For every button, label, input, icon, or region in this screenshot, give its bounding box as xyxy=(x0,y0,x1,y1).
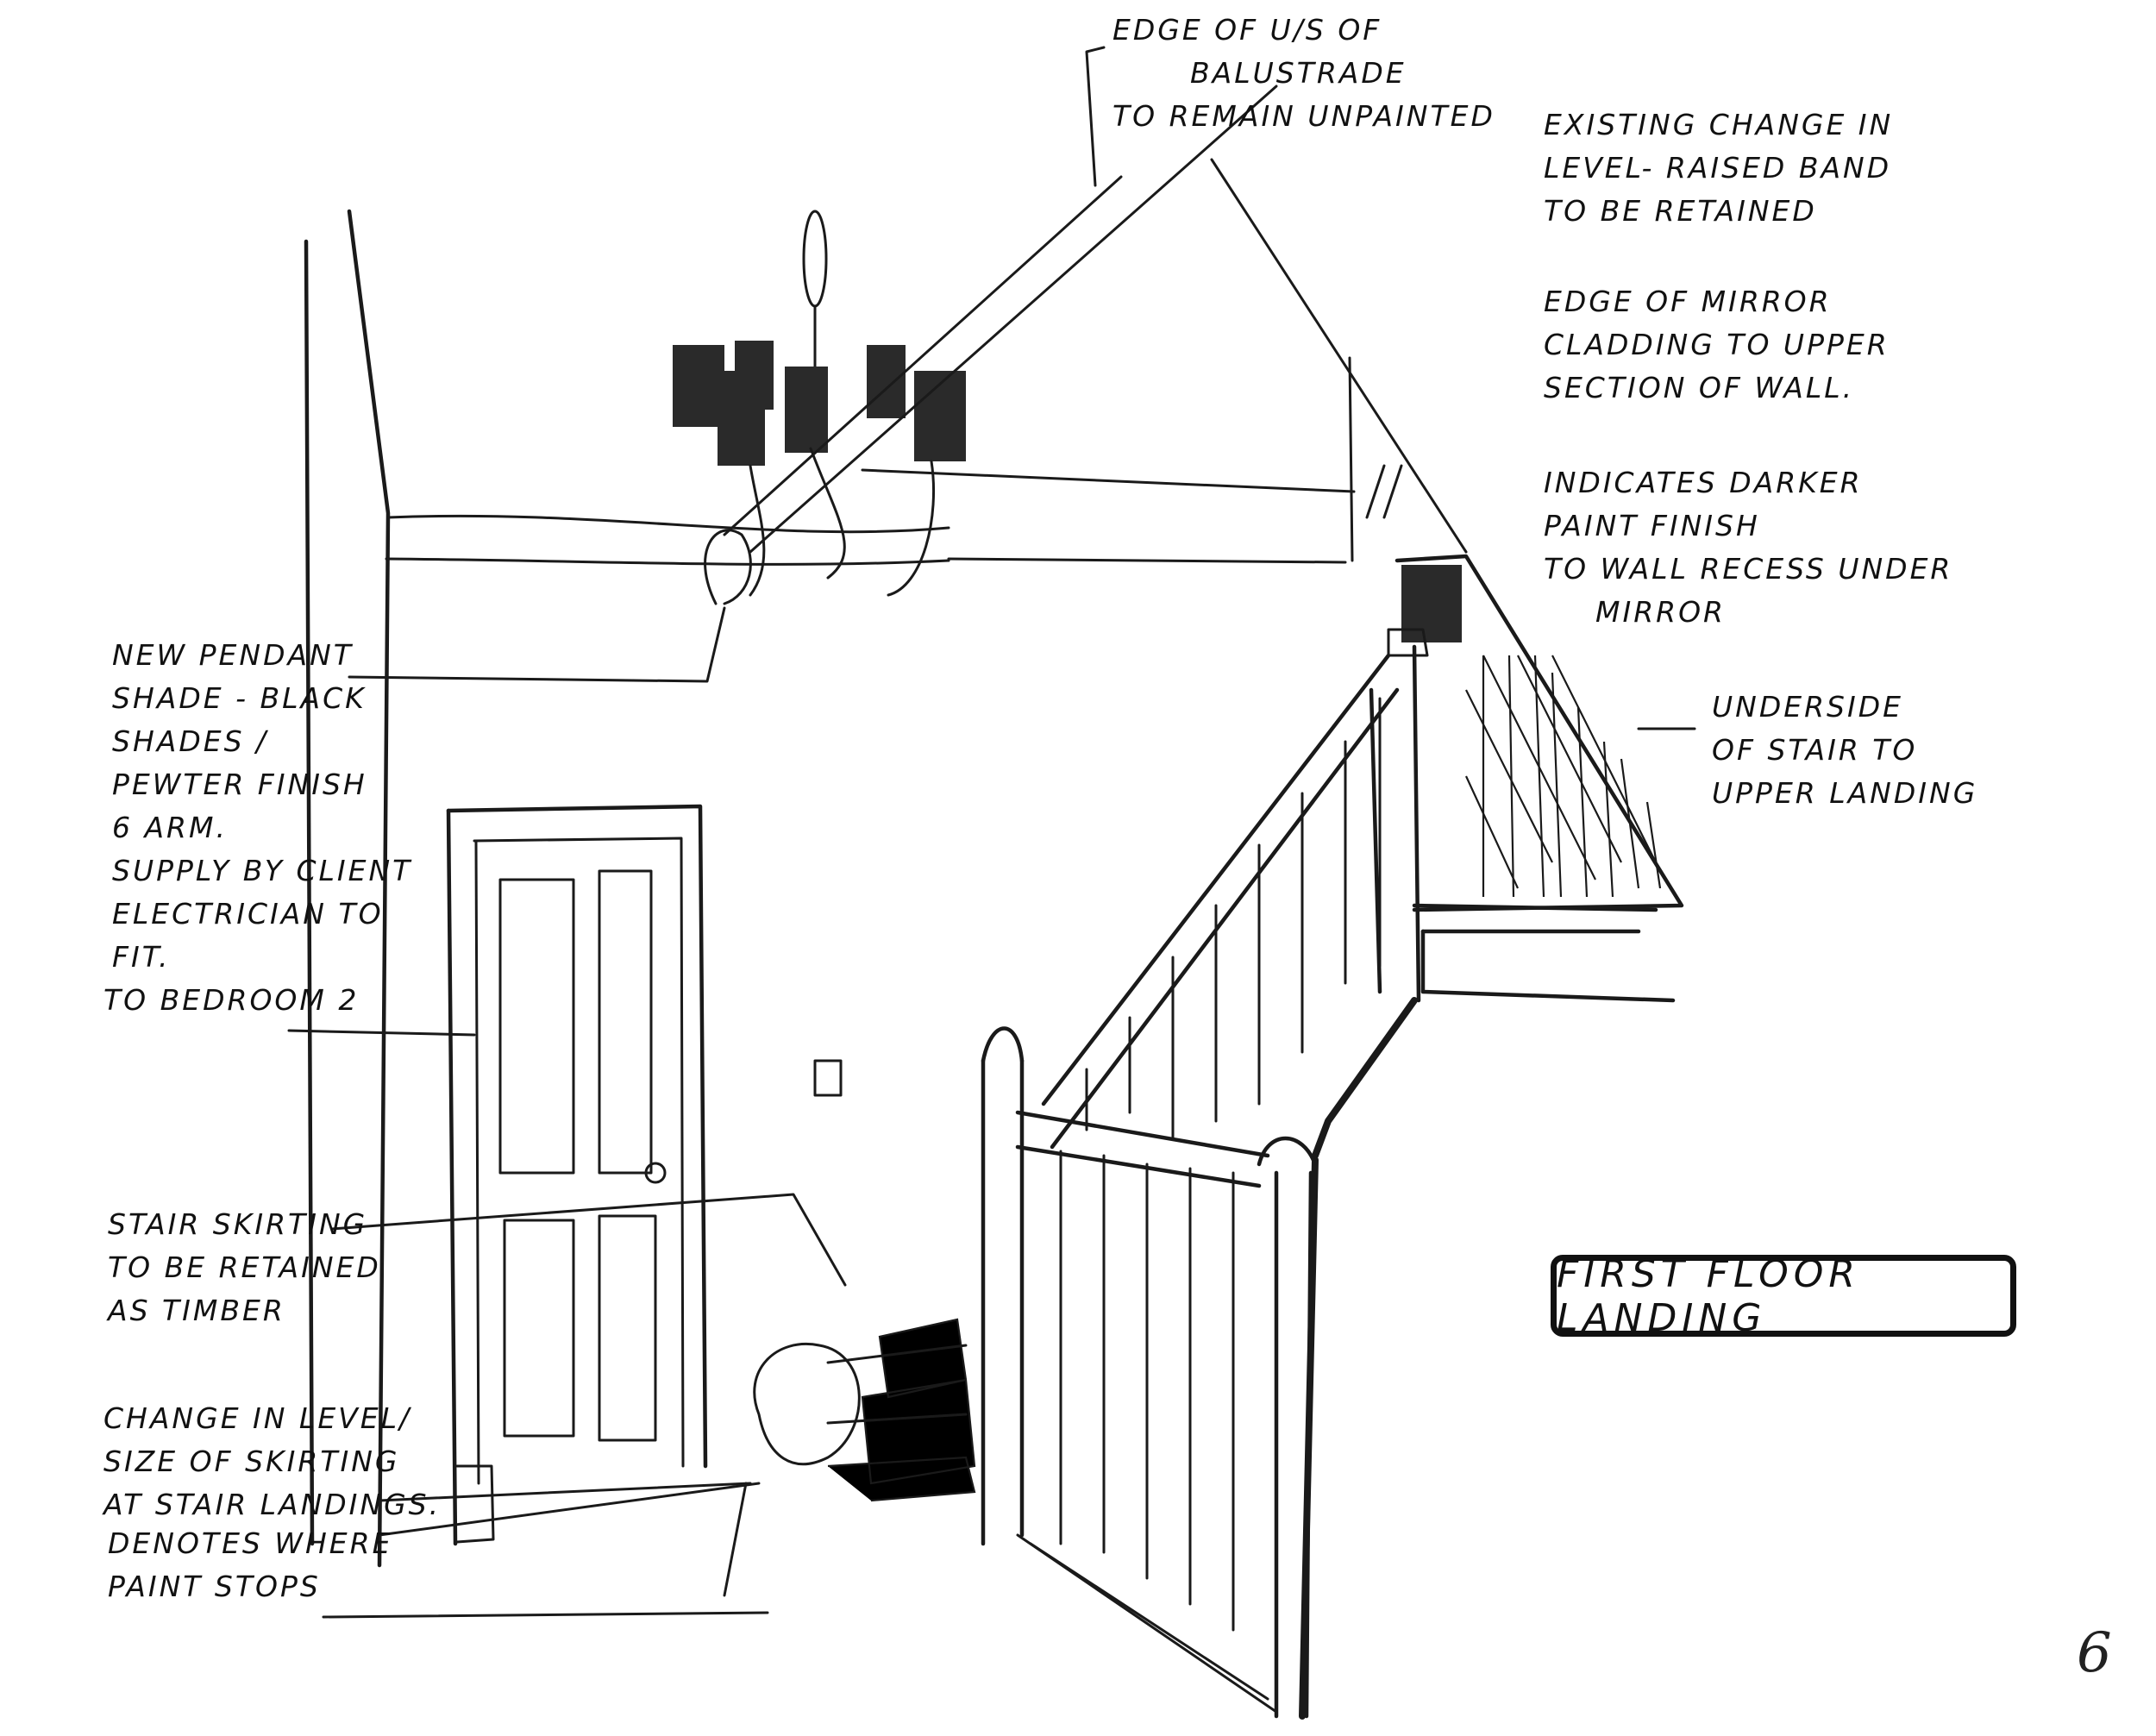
door xyxy=(446,804,708,1546)
leader-lines xyxy=(287,46,1696,1597)
page-number: 6 xyxy=(2077,1621,2112,1685)
note-darker-paint: INDICATES DARKER PAINT FINISH TO WALL RE… xyxy=(1544,466,1953,629)
note-change-level: CHANGE IN LEVEL/ SIZE OF SKIRTING AT STA… xyxy=(103,1401,442,1521)
title-box: FIRST FLOOR LANDING xyxy=(1551,1251,2016,1340)
note-underside-stair: UNDERSIDE OF STAIR TO UPPER LANDING xyxy=(1712,690,1978,810)
note-existing-change: EXISTING CHANGE IN LEVEL- RAISED BAND TO… xyxy=(1544,108,1894,228)
note-edge-balustrade: EDGE OF U/S OF BALUSTRADE TO REMAIN UNPA… xyxy=(1112,13,1495,133)
note-bedroom: TO BEDROOM 2 xyxy=(103,983,360,1017)
staircase xyxy=(753,628,1676,1720)
note-pendant: NEW PENDANT SHADE - BLACK SHADES / PEWTE… xyxy=(112,638,413,974)
pendant-light xyxy=(673,85,1278,605)
light-switch xyxy=(813,1059,843,1097)
note-stair-skirting: STAIR SKIRTING TO BE RETAINED AS TIMBER xyxy=(108,1207,381,1327)
raised-band xyxy=(861,158,1468,564)
drawing-title: FIRST FLOOR LANDING xyxy=(1557,1251,1860,1340)
note-paint-stops: DENOTES WHERE PAINT STOPS xyxy=(108,1526,393,1603)
note-edge-mirror: EDGE OF MIRROR CLADDING TO UPPER SECTION… xyxy=(1544,285,1890,404)
left-wall xyxy=(304,209,950,1619)
